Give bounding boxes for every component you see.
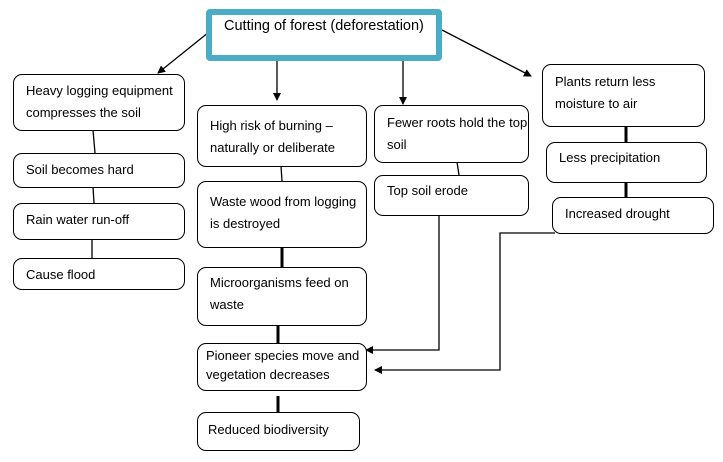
node-label: Microorganisms feed on waste: [210, 275, 353, 312]
arrow-drought-to-pioneer: [374, 232, 555, 374]
arrow-root-to-right: [441, 29, 532, 77]
node-topsoil-erode: Top soil erode: [374, 175, 529, 216]
node-label: Rain water run-off: [26, 212, 130, 227]
node-increased-drought: Increased drought: [552, 197, 714, 234]
node-label: Waste wood from logging is destroyed: [210, 194, 360, 231]
node-label: Cause flood: [26, 267, 96, 282]
arrow-topsoil-to-pioneer: [365, 214, 511, 354]
node-fewer-roots: Fewer roots hold the top soil: [374, 105, 529, 163]
node-rain-runoff: Rain water run-off: [13, 203, 185, 240]
node-label: Plants return less moisture to air: [555, 74, 660, 111]
node-risk-burning: High risk of burning – naturally or deli…: [197, 105, 367, 167]
node-label: Less precipitation: [559, 150, 661, 165]
link-center-1-2: [280, 165, 283, 182]
node-label: Top soil erode: [387, 183, 468, 198]
node-soil-hard: Soil becomes hard: [13, 153, 185, 188]
link-left-2-3: [92, 186, 95, 204]
link-left-1-2: [92, 129, 96, 154]
node-label: Pioneer species move and vegetation decr…: [206, 348, 363, 382]
node-label: Fewer roots hold the top soil: [387, 115, 531, 152]
node-microorganisms: Microorganisms feed on waste: [197, 267, 367, 326]
root-node-deforestation: Cutting of forest (deforestation): [206, 9, 442, 61]
node-heavy-logging: Heavy logging equipment compresses the s…: [13, 74, 185, 131]
node-label: Reduced biodiversity: [208, 422, 329, 437]
arrow-root-to-left: [157, 27, 215, 74]
node-label: Soil becomes hard: [26, 162, 134, 177]
node-label: High risk of burning – naturally or deli…: [210, 118, 337, 155]
node-less-precipitation: Less precipitation: [546, 142, 707, 183]
node-label: Heavy logging equipment compresses the s…: [26, 83, 177, 120]
node-pioneer-species: Pioneer species move and vegetation decr…: [197, 343, 367, 391]
node-cause-flood: Cause flood: [13, 258, 185, 290]
link-midright-1-2: [456, 161, 460, 176]
node-less-moisture: Plants return less moisture to air: [542, 64, 705, 127]
node-reduced-biodiversity: Reduced biodiversity: [197, 412, 360, 451]
node-waste-wood: Waste wood from logging is destroyed: [197, 181, 367, 248]
root-label: Cutting of forest (deforestation): [224, 18, 424, 34]
node-label: Increased drought: [565, 206, 670, 221]
